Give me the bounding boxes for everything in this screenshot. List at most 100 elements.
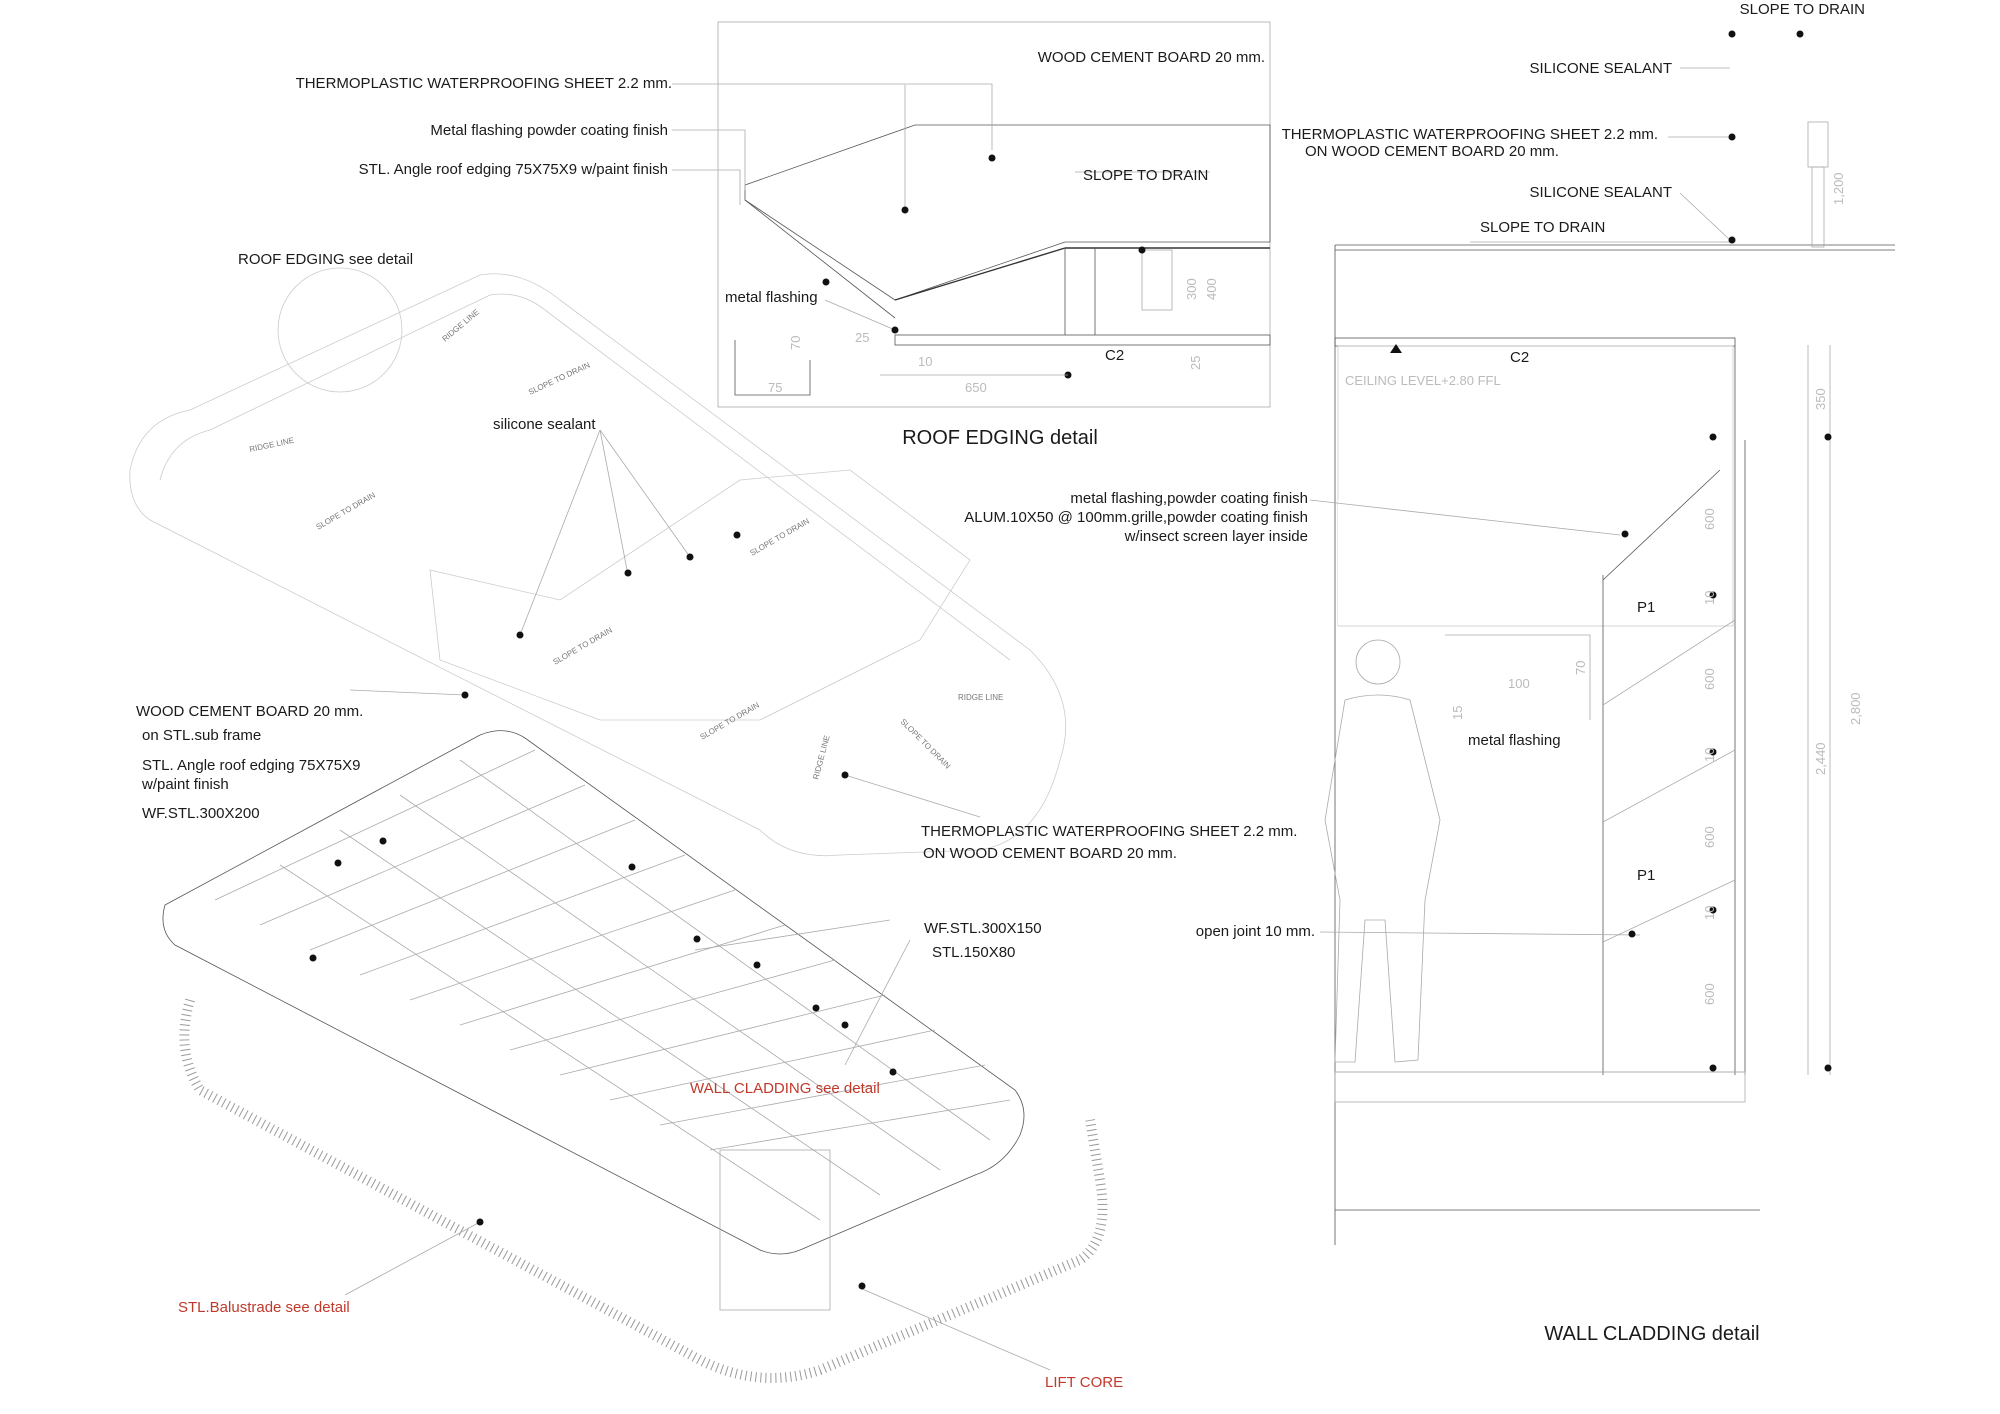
label-p1-a: P1 [1637, 599, 1655, 616]
slope-to-drain-3: SLOPE TO DRAIN [749, 516, 812, 557]
label-alum-grille: ALUM.10X50 @ 100mm.grille,powder coating… [964, 509, 1308, 526]
label-wood-cement-1: WOOD CEMENT BOARD 20 mm. [136, 703, 363, 720]
label-wf-300x150: WF.STL.300X150 [924, 920, 1042, 937]
label-stl-angle: STL. Angle roof edging 75X75X9 w/paint f… [359, 161, 668, 178]
slope-to-drain-5: SLOPE TO DRAIN [699, 700, 762, 741]
label-slope-to-drain: SLOPE TO DRAIN [1480, 219, 1605, 236]
label-metal-flashing: metal flashing [1468, 732, 1561, 749]
balustrade-ring [179, 998, 1108, 1383]
steel-frame-grid [214, 749, 1011, 1221]
label-slope-to-drain: SLOPE TO DRAIN [1083, 167, 1208, 184]
leader-metal-flashing [824, 299, 896, 331]
roof-edging-callout-circle [277, 267, 403, 393]
top-post-stem [1811, 166, 1825, 248]
label-wood-cement: WOOD CEMENT BOARD 20 mm. [1038, 49, 1265, 66]
point-flashing [822, 278, 830, 286]
label-c2: C2 [1105, 347, 1124, 364]
dim-25-b: 25 [1188, 356, 1203, 370]
dim-600-c: 600 [1702, 826, 1717, 848]
slope-to-drain-2: SLOPE TO DRAIN [315, 490, 378, 531]
dim-10: 10 [918, 354, 932, 369]
roof-slab-hatch [744, 124, 1271, 301]
label-slope-to-drain-top: SLOPE TO DRAIN [1740, 1, 1865, 18]
person-silhouette [1324, 639, 1441, 1063]
label-lift-core: LIFT CORE [1045, 1374, 1123, 1391]
grille-diagonal [1602, 469, 1721, 581]
leader-wood-cement-axon [349, 689, 466, 696]
roof-edging-detail: THERMOPLASTIC WATERPROOFING SHEET 2.2 mm… [296, 21, 1271, 449]
leader-open-joint [1319, 931, 1641, 936]
ceiling-cutout [1338, 500, 1603, 625]
roof-beam-box [1141, 249, 1173, 311]
label-insect-screen: w/insect screen layer inside [1124, 528, 1308, 545]
ridge-line-3: RIDGE LINE [958, 693, 1003, 702]
wall-c2-member [1334, 337, 1736, 347]
dim-350: 350 [1813, 388, 1828, 410]
point-wood-cement [901, 206, 909, 214]
label-wood-cement-2: on STL.sub frame [142, 727, 261, 744]
dim-75: 75 [768, 380, 782, 395]
label-thermo-2: ON WOOD CEMENT BOARD 20 mm. [1305, 143, 1559, 160]
leader-lift-core [859, 1287, 1051, 1371]
label-thermo-1: THERMOPLASTIC WATERPROOFING SHEET 2.2 mm… [1282, 126, 1658, 143]
roof-shell-outline [129, 273, 1067, 857]
dim-100: 100 [1508, 676, 1530, 691]
label-metal-flashing-finish: metal flashing,powder coating finish [1070, 490, 1308, 507]
dim-1200: 1,200 [1831, 172, 1846, 205]
dim-300: 300 [1184, 278, 1199, 300]
label-stl-balustrade: STL.Balustrade see detail [178, 1299, 350, 1316]
slope-to-drain-1: SLOPE TO DRAIN [527, 360, 592, 396]
point-thermo [988, 154, 996, 162]
dim-70: 70 [788, 336, 803, 350]
flashing-inset-box [1445, 634, 1591, 720]
ridge-line-4: RIDGE LINE [811, 734, 831, 780]
slope-to-drain-4: SLOPE TO DRAIN [552, 625, 615, 666]
roof-shell-inner [159, 293, 1011, 661]
ceiling-hatch [1337, 345, 1734, 627]
label-metal-flashing: metal flashing [725, 289, 818, 306]
flashing-inset [734, 340, 811, 396]
label-ceiling-level: CEILING LEVEL+2.80 FFL [1345, 373, 1501, 388]
dim-10-b: 10 [1702, 748, 1717, 762]
label-thermo-2: ON WOOD CEMENT BOARD 20 mm. [923, 845, 1177, 862]
leader-balustrade [344, 1221, 481, 1296]
leader-alum [1309, 499, 1621, 536]
leader-wf150 [694, 919, 891, 951]
roof-edge-line [744, 199, 896, 319]
leader-silicone-2 [1679, 192, 1731, 241]
slope-to-drain-6: SLOPE TO DRAIN [899, 717, 953, 771]
leader-thermo-axon [844, 774, 981, 818]
label-roof-edging-see-detail: ROOF EDGING see detail [238, 251, 413, 268]
lift-core-box [719, 1149, 831, 1311]
ridge-line-1: RIDGE LINE [441, 307, 482, 343]
floor-slab [1334, 1071, 1746, 1103]
leader-thermoplastic [672, 83, 993, 150]
dim-10-a: 10 [1702, 591, 1717, 605]
panel-diag-2 [1602, 749, 1736, 823]
leader-silicone-3 [519, 429, 601, 636]
label-stl-angle-1: STL. Angle roof edging 75X75X9 [142, 757, 361, 774]
dim-650: 650 [965, 380, 987, 395]
top-post [1807, 121, 1829, 168]
leader-stl150 [844, 939, 911, 1066]
label-c2: C2 [1510, 349, 1529, 366]
c2-member [894, 334, 1271, 346]
dim-10-c: 10 [1702, 906, 1717, 920]
wall-points [1621, 30, 1832, 1072]
label-wf-300x200: WF.STL.300X200 [142, 805, 260, 822]
label-stl-150x80: STL.150X80 [932, 944, 1015, 961]
panel-diag-3 [1602, 879, 1736, 943]
label-stl-angle-2: w/paint finish [141, 776, 229, 793]
title-roof-edging: ROOF EDGING detail [902, 427, 1098, 449]
roof-panels-dotted [429, 469, 971, 721]
leader-silicone-1 [599, 429, 629, 576]
leader-flashing [672, 129, 746, 190]
label-wall-cladding-see-detail: WALL CLADDING see detail [690, 1080, 880, 1097]
point-edge [891, 326, 899, 334]
axon-points [309, 531, 897, 1290]
label-silicone-sealant-2: SILICONE SEALANT [1529, 184, 1672, 201]
ceiling-level-marker [1390, 344, 1402, 353]
label-silicone-sealant: silicone sealant [493, 416, 596, 433]
label-open-joint: open joint 10 mm. [1196, 923, 1315, 940]
